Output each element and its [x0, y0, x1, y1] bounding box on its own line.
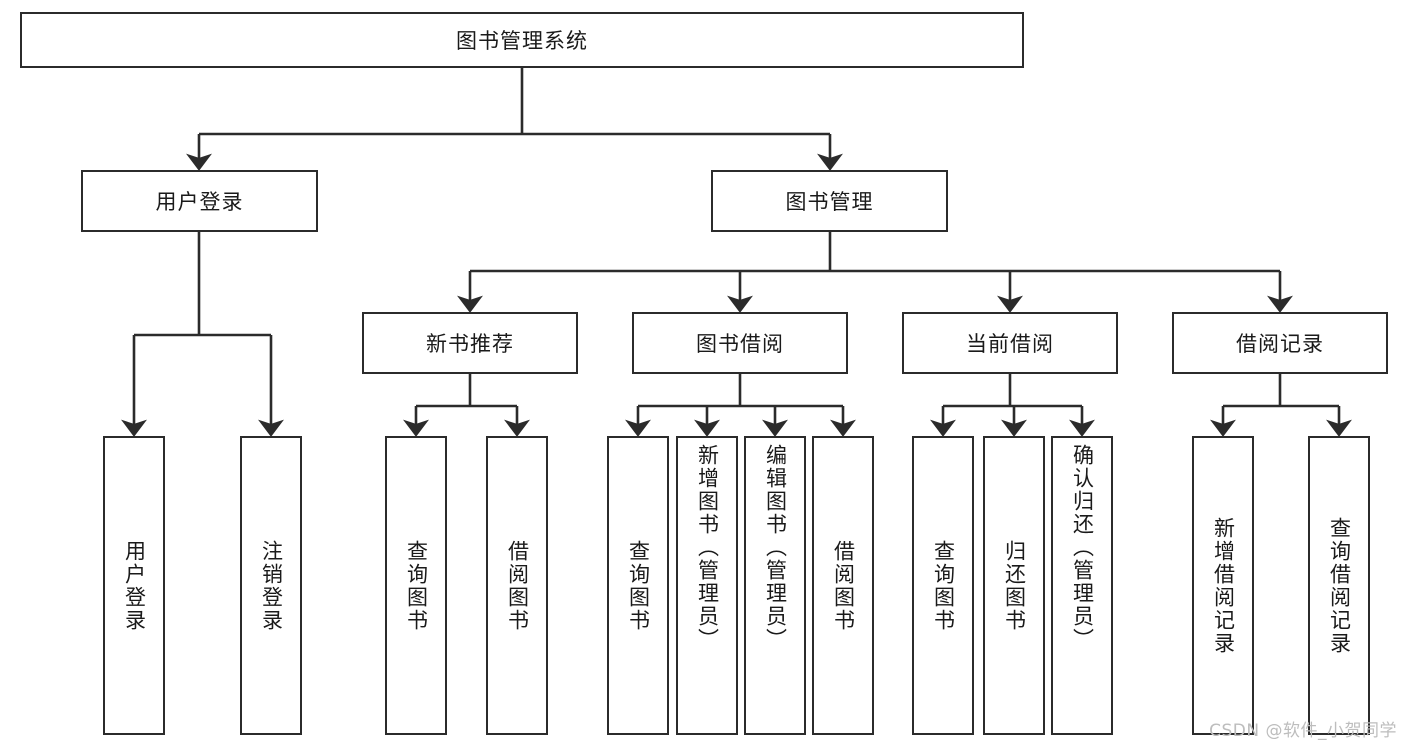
leaf-edit-book-label: 编辑图书（管理员） [763, 444, 788, 651]
leaf-logout-label: 注销登录 [259, 539, 284, 632]
leaf-query-record-label: 查询借阅记录 [1327, 516, 1352, 655]
leaf-return-book-label: 归还图书 [1002, 539, 1027, 632]
leaf-add-record-label: 新增借阅记录 [1211, 516, 1236, 655]
leaf-borrow-book-1[interactable]: 借阅图书 [486, 436, 548, 735]
node-root[interactable]: 图书管理系统 [20, 12, 1024, 68]
leaf-confirm-return-label: 确认归还（管理员） [1070, 444, 1095, 651]
node-book-borrow[interactable]: 图书借阅 [632, 312, 848, 374]
leaf-user-login[interactable]: 用户登录 [103, 436, 165, 735]
leaf-query-book-3-label: 查询图书 [931, 539, 956, 632]
node-user-login[interactable]: 用户登录 [81, 170, 318, 232]
node-current-borrow[interactable]: 当前借阅 [902, 312, 1118, 374]
leaf-return-book[interactable]: 归还图书 [983, 436, 1045, 735]
leaf-query-book-1-label: 查询图书 [404, 539, 429, 632]
leaf-add-record[interactable]: 新增借阅记录 [1192, 436, 1254, 735]
leaf-edit-book[interactable]: 编辑图书（管理员） [744, 436, 806, 735]
leaf-query-book-3[interactable]: 查询图书 [912, 436, 974, 735]
leaf-query-record[interactable]: 查询借阅记录 [1308, 436, 1370, 735]
leaf-user-login-label: 用户登录 [122, 539, 147, 632]
csdn-watermark: CSDN @软件_小贺同学 [1209, 721, 1397, 741]
leaf-borrow-book-2[interactable]: 借阅图书 [812, 436, 874, 735]
leaf-query-book-2[interactable]: 查询图书 [607, 436, 669, 735]
leaf-add-book-label: 新增图书（管理员） [695, 444, 720, 651]
node-book-borrow-label: 图书借阅 [696, 332, 784, 356]
leaf-add-book[interactable]: 新增图书（管理员） [676, 436, 738, 735]
leaf-query-book-1[interactable]: 查询图书 [385, 436, 447, 735]
node-new-book-rec[interactable]: 新书推荐 [362, 312, 578, 374]
node-root-label: 图书管理系统 [456, 29, 588, 53]
node-user-login-label: 用户登录 [155, 190, 244, 214]
node-current-borrow-label: 当前借阅 [966, 332, 1054, 356]
node-new-book-rec-label: 新书推荐 [426, 332, 514, 356]
leaf-logout[interactable]: 注销登录 [240, 436, 302, 735]
leaf-borrow-book-1-label: 借阅图书 [505, 539, 530, 632]
node-borrow-record-label: 借阅记录 [1236, 332, 1324, 356]
leaf-borrow-book-2-label: 借阅图书 [831, 539, 856, 632]
leaf-confirm-return[interactable]: 确认归还（管理员） [1051, 436, 1113, 735]
node-borrow-record[interactable]: 借阅记录 [1172, 312, 1388, 374]
node-book-manage[interactable]: 图书管理 [711, 170, 948, 232]
node-book-manage-label: 图书管理 [785, 190, 874, 214]
leaf-query-book-2-label: 查询图书 [626, 539, 651, 632]
